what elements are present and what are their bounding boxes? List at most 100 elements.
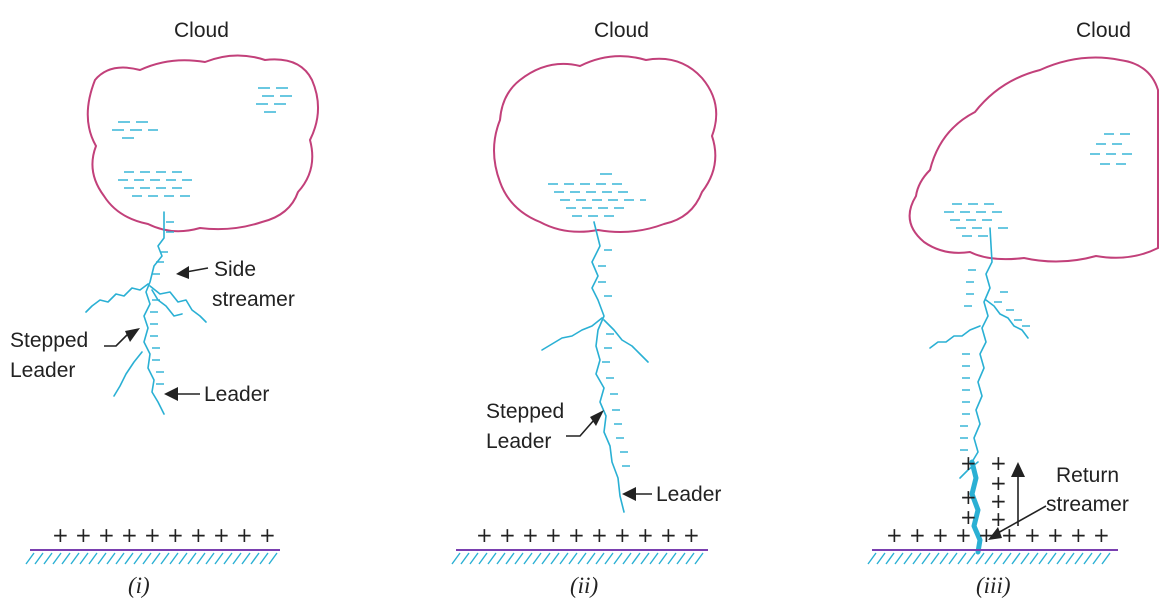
panel-caption: (i) <box>128 573 150 598</box>
positive-charge: + <box>476 523 493 547</box>
hatch-line <box>79 552 89 565</box>
hatch-line <box>568 552 578 565</box>
cloud-negative-charges <box>112 87 292 197</box>
hatch-line <box>1047 552 1057 565</box>
cloud-outline <box>908 56 1159 263</box>
hatch-line <box>70 552 80 565</box>
hatch-line <box>487 552 497 565</box>
leader-label: Leader <box>656 483 721 506</box>
leader-charge-dashes <box>150 221 174 385</box>
positive-charge: + <box>886 523 903 547</box>
hatch-line <box>232 552 242 565</box>
hatch-line <box>631 552 641 565</box>
hatch-line <box>876 552 886 565</box>
positive-charge: + <box>522 523 539 547</box>
hatch-line <box>613 552 623 565</box>
ground-positive-charges: ++++++++++ <box>476 523 700 547</box>
positive-charge: + <box>1024 523 1041 547</box>
svg-text:+: + <box>960 451 977 475</box>
cloud-negative-charges <box>548 173 646 217</box>
leader-charge-dashes <box>598 249 630 467</box>
side-streamer-label-2: streamer <box>212 288 295 311</box>
hatch-line <box>1092 552 1102 565</box>
positive-charge: + <box>978 523 995 547</box>
svg-text:+: + <box>960 485 977 509</box>
hatch-line <box>451 552 461 565</box>
positive-charge: + <box>1070 523 1087 547</box>
hatch-line <box>469 552 479 565</box>
ground-hatching <box>451 552 704 565</box>
ground-hatching <box>867 552 1111 565</box>
hatch-line <box>640 552 650 565</box>
positive-charge: + <box>568 523 585 547</box>
hatch-line <box>667 552 677 565</box>
hatch-line <box>1011 552 1021 565</box>
streamer-positive-charges: ++ ++ ++ + <box>960 451 1007 531</box>
hatch-line <box>259 552 269 565</box>
hatch-line <box>52 552 62 565</box>
hatch-line <box>550 552 560 565</box>
positive-charge: + <box>1001 523 1018 547</box>
hatch-line <box>894 552 904 565</box>
hatch-line <box>241 552 251 565</box>
positive-charge: + <box>637 523 654 547</box>
stepped-leader-label-1: Stepped <box>486 400 564 423</box>
positive-charge: + <box>121 523 138 547</box>
hatch-line <box>1002 552 1012 565</box>
return-streamer-label-1: Return <box>1056 464 1119 487</box>
stepped-leader-pointer <box>104 328 140 347</box>
positive-charge: + <box>591 523 608 547</box>
hatch-line <box>505 552 515 565</box>
stepped-leader-label-2: Leader <box>486 430 551 453</box>
hatch-line <box>106 552 116 565</box>
hatch-line <box>948 552 958 565</box>
hatch-line <box>160 552 170 565</box>
hatch-line <box>577 552 587 565</box>
hatch-line <box>460 552 470 565</box>
hatch-line <box>604 552 614 565</box>
hatch-line <box>268 552 278 565</box>
hatch-line <box>151 552 161 565</box>
hatch-line <box>25 552 35 565</box>
return-streamer-label-2: streamer <box>1046 493 1129 516</box>
panel-ii: Cloud Stepped Leader <box>451 19 721 598</box>
hatch-line <box>88 552 98 565</box>
positive-charge: + <box>75 523 92 547</box>
positive-charge: + <box>614 523 631 547</box>
lightning-leader <box>929 227 1029 479</box>
hatch-line <box>43 552 53 565</box>
cloud-outline <box>86 54 320 233</box>
hatch-line <box>115 552 125 565</box>
hatch-line <box>541 552 551 565</box>
hatch-line <box>586 552 596 565</box>
panel-caption: (iii) <box>976 573 1011 598</box>
hatch-line <box>966 552 976 565</box>
hatch-line <box>478 552 488 565</box>
lightning-leader <box>85 211 207 415</box>
cloud-label: Cloud <box>594 19 649 42</box>
hatch-line <box>223 552 233 565</box>
hatch-line <box>169 552 179 565</box>
panel-i: Cloud <box>10 19 320 598</box>
hatch-line <box>559 552 569 565</box>
hatch-line <box>930 552 940 565</box>
cloud-negative-charges <box>944 133 1132 237</box>
leader-charge-dashes <box>960 269 1030 451</box>
panel-iii: Cloud <box>867 19 1159 598</box>
leader-label: Leader <box>204 383 269 406</box>
cloud-label: Cloud <box>1076 19 1131 42</box>
side-streamer-label-1: Side <box>214 258 256 281</box>
hatch-line <box>133 552 143 565</box>
positive-charge: + <box>1047 523 1064 547</box>
stepped-leader-pointer <box>566 410 604 437</box>
positive-charge: + <box>98 523 115 547</box>
hatch-line <box>532 552 542 565</box>
hatch-line <box>903 552 913 565</box>
hatch-line <box>142 552 152 565</box>
hatch-line <box>187 552 197 565</box>
cloud-label: Cloud <box>174 19 229 42</box>
hatch-line <box>514 552 524 565</box>
stepped-leader-label-1: Stepped <box>10 329 88 352</box>
positive-charge: + <box>236 523 253 547</box>
lightning-leader <box>541 221 649 513</box>
